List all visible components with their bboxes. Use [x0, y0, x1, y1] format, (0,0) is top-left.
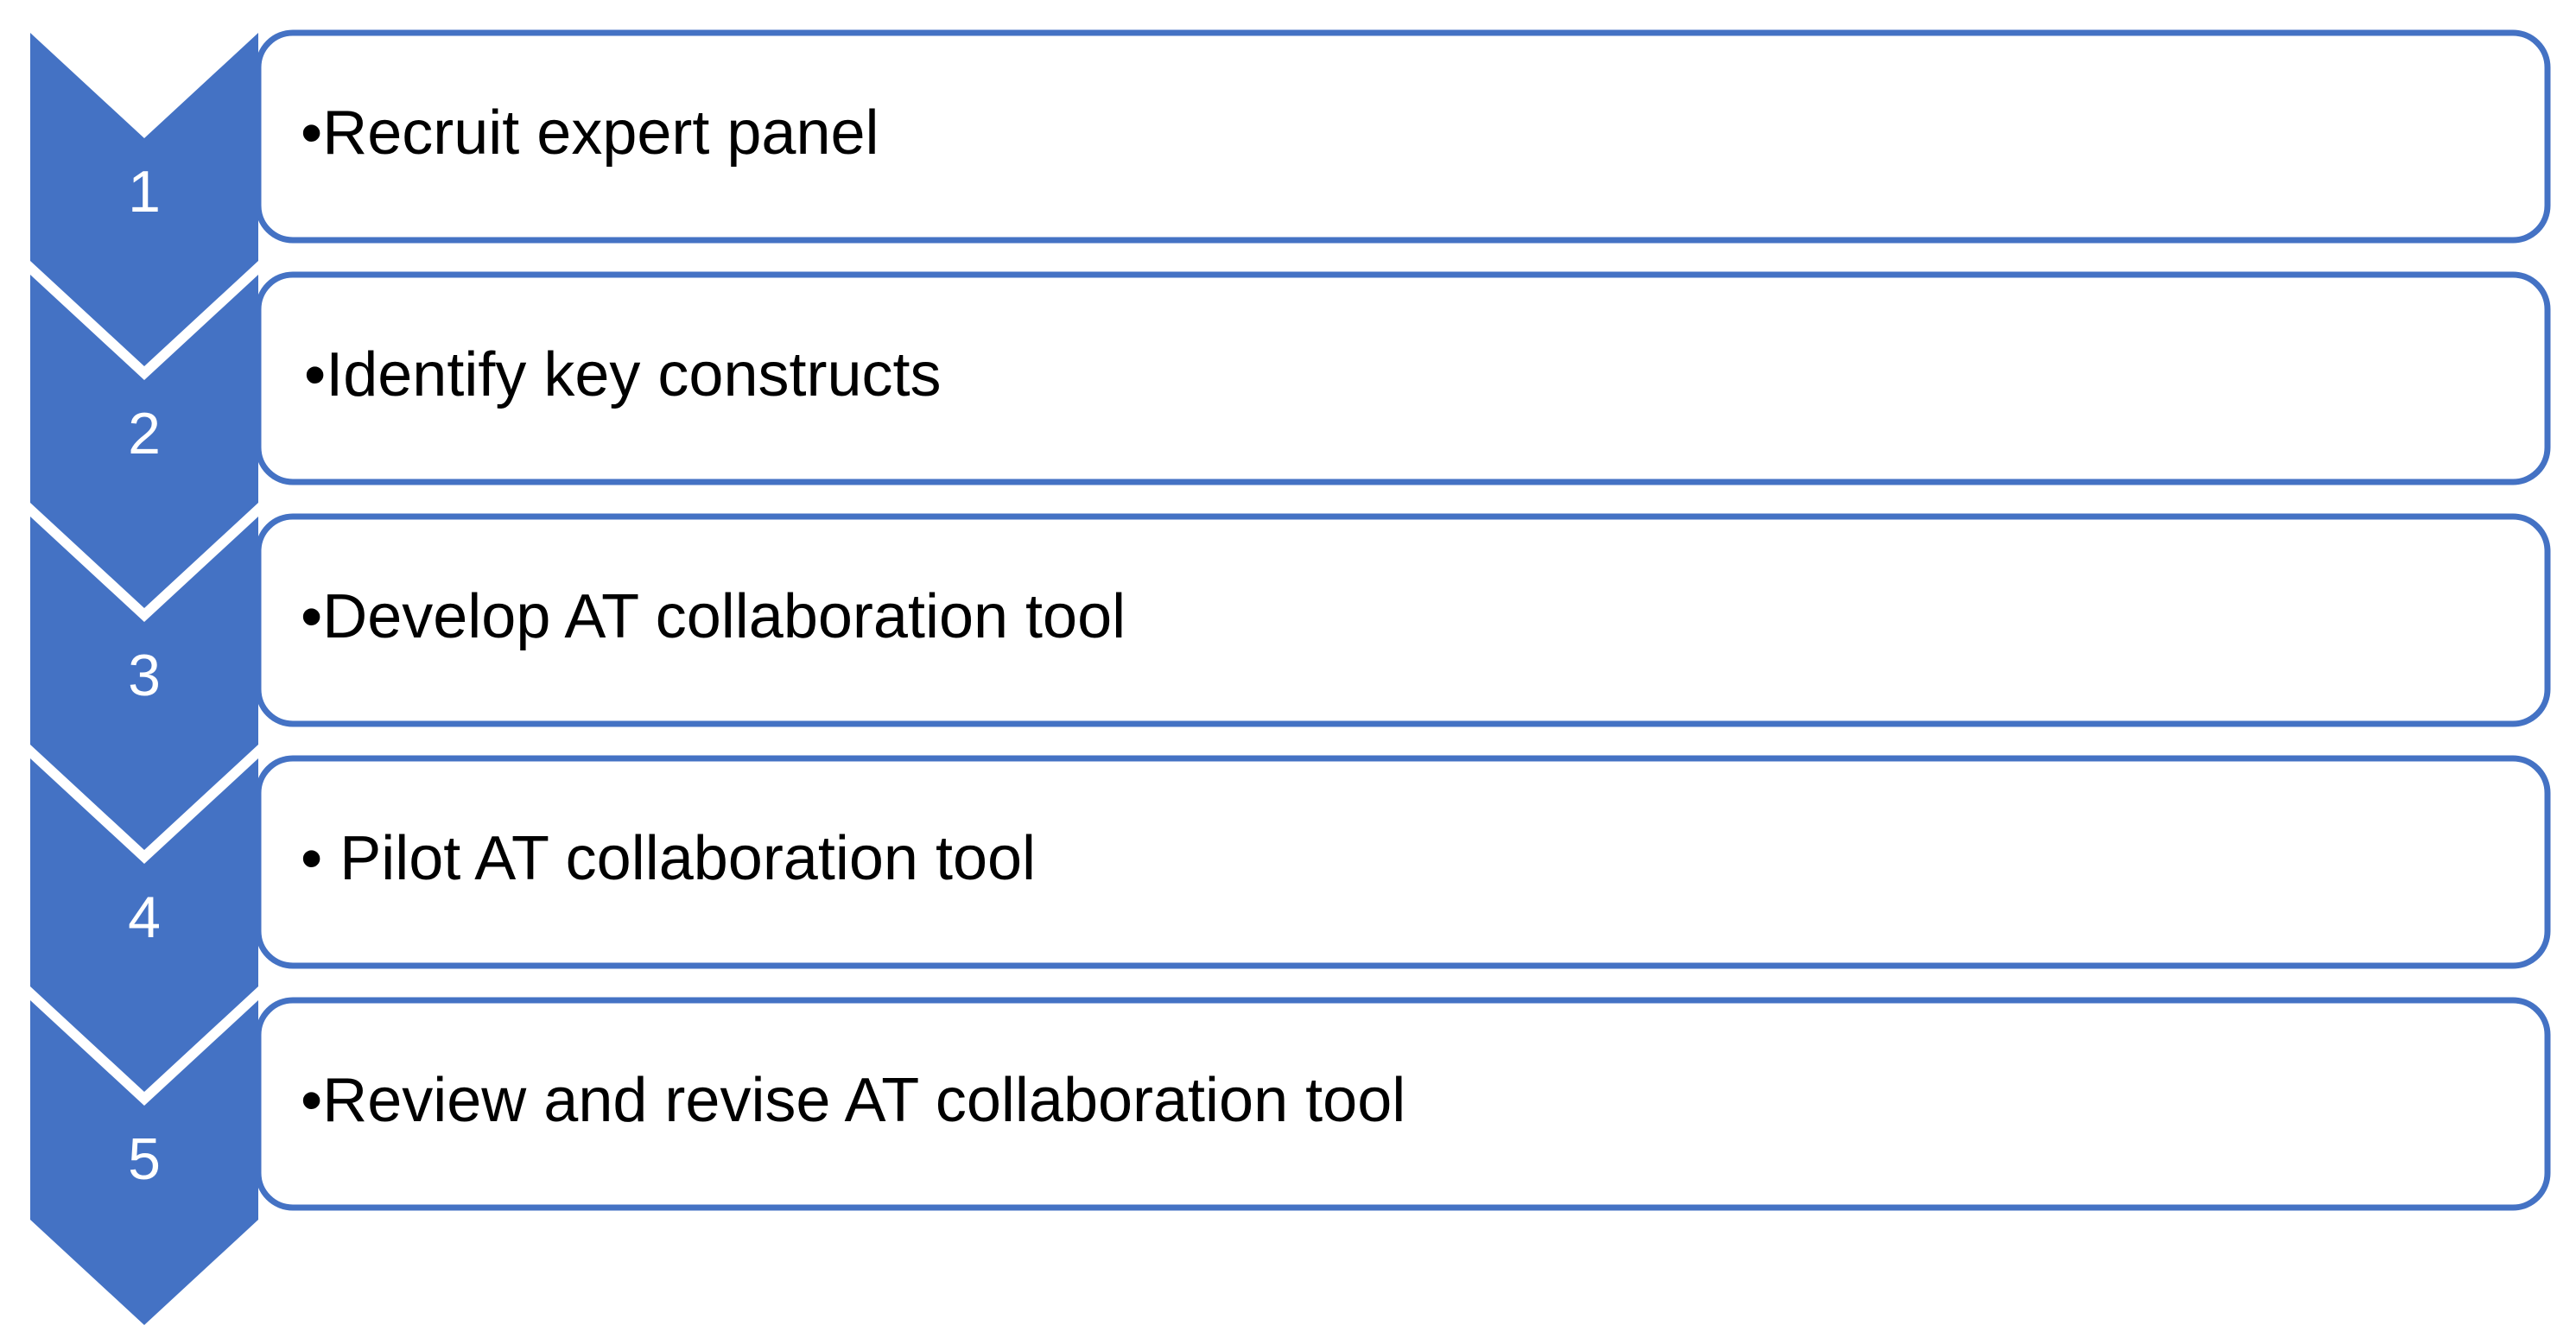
step-3-text: •Develop AT collaboration tool	[301, 582, 1126, 651]
step-5: 5 •Review and revise AT collaboration to…	[30, 997, 2551, 1325]
step-5-number: 5	[128, 1126, 161, 1192]
step-2-number: 2	[128, 401, 161, 466]
step-1-box	[255, 29, 2551, 244]
step-4-number: 4	[128, 885, 161, 950]
step-1: 1 •Recruit expert panel	[30, 29, 2551, 366]
step-4-text: • Pilot AT collaboration tool	[301, 824, 1036, 893]
step-4: 4 • Pilot AT collaboration tool	[30, 755, 2551, 1092]
step-3-chevron	[30, 517, 258, 850]
step-5-chevron	[30, 1000, 258, 1325]
step-3: 3 •Develop AT collaboration tool	[30, 513, 2551, 850]
step-5-text: •Review and revise AT collaboration tool	[301, 1066, 1405, 1135]
step-4-chevron	[30, 758, 258, 1092]
step-2-text: •Identify key constructs	[304, 340, 942, 409]
step-3-number: 3	[128, 643, 161, 708]
step-5-box	[255, 997, 2551, 1211]
step-2-chevron	[30, 275, 258, 608]
step-2: 2 •Identify key constructs	[30, 271, 2551, 608]
step-1-text: •Recruit expert panel	[301, 98, 879, 168]
step-4-box	[255, 755, 2551, 969]
step-1-chevron	[30, 33, 258, 366]
step-2-box	[255, 271, 2551, 485]
step-3-box	[255, 513, 2551, 727]
step-1-number: 1	[128, 159, 161, 225]
